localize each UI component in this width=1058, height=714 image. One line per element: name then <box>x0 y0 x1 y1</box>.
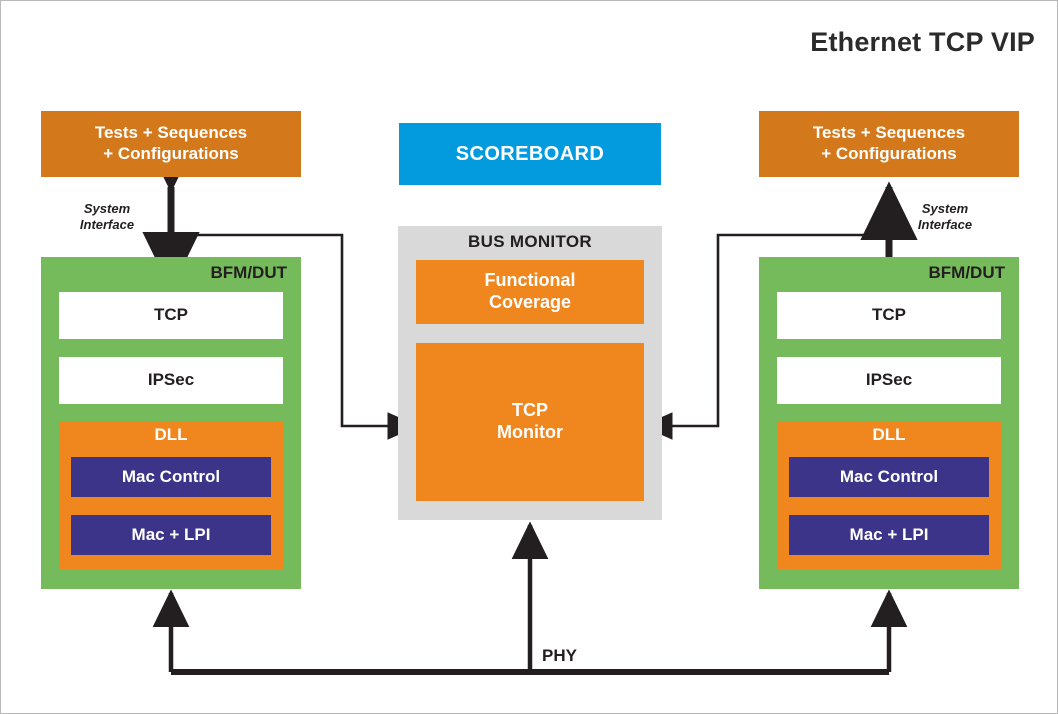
left-mac-lpi-label: Mac + LPI <box>131 524 211 544</box>
tcp-monitor-line-2: Monitor <box>497 422 563 442</box>
left-layer-tcp[interactable]: TCP <box>59 292 283 339</box>
left-dll-label: DLL <box>154 425 188 444</box>
right-layer-ipsec[interactable]: IPSec <box>777 357 1001 404</box>
left-tests-line-1: Tests + Sequences <box>94 123 248 143</box>
scoreboard-label: SCOREBOARD <box>455 142 605 165</box>
right-mac-lpi-block[interactable]: Mac + LPI <box>789 515 989 555</box>
right-dll-label: DLL <box>872 425 906 444</box>
left-layer-ipsec[interactable]: IPSec <box>59 357 283 404</box>
left-system-interface-line-2: Interface <box>79 217 135 233</box>
phy-bus-label: PHY <box>542 646 577 665</box>
bus-monitor-title: BUS MONITOR <box>468 232 592 251</box>
page-title: Ethernet TCP VIP <box>810 27 1035 57</box>
left-mac-control-block[interactable]: Mac Control <box>71 457 271 497</box>
functional-coverage-box[interactable]: Functional Coverage <box>416 260 644 324</box>
tcp-monitor-line-1: TCP <box>511 400 548 421</box>
scoreboard-box[interactable]: SCOREBOARD <box>399 123 661 185</box>
right-layer-tcp-label: TCP <box>872 305 906 325</box>
right-layer-ipsec-label: IPSec <box>865 370 913 390</box>
right-layer-tcp[interactable]: TCP <box>777 292 1001 339</box>
right-tests-line-2: + Configurations <box>821 144 957 163</box>
left-mac-lpi-block[interactable]: Mac + LPI <box>71 515 271 555</box>
left-system-interface-line-1: System <box>83 201 131 216</box>
left-mac-control-label: Mac Control <box>121 466 221 486</box>
right-mac-control-block[interactable]: Mac Control <box>789 457 989 497</box>
right-tests-sequences-configurations-box[interactable]: Tests + Sequences + Configurations <box>759 111 1019 177</box>
right-tests-line-1: Tests + Sequences <box>812 123 966 143</box>
functional-coverage-line-2: Coverage <box>488 292 572 312</box>
tcp-monitor-box[interactable]: TCP Monitor <box>416 343 644 501</box>
right-mac-control-label: Mac Control <box>839 466 939 486</box>
left-tests-line-2: + Configurations <box>103 144 239 163</box>
left-bfm-dut-title: BFM/DUT <box>210 263 287 282</box>
right-mac-lpi-label: Mac + LPI <box>849 524 929 544</box>
right-system-interface-line-1: System <box>921 201 969 216</box>
functional-coverage-line-1: Functional <box>484 270 576 291</box>
right-system-interface-line-2: Interface <box>917 217 973 233</box>
left-system-interface-label: System Interface <box>63 201 151 234</box>
right-bfm-dut-title: BFM/DUT <box>928 263 1005 282</box>
right-system-interface-label: System Interface <box>901 201 989 234</box>
left-layer-ipsec-label: IPSec <box>147 370 195 390</box>
left-layer-tcp-label: TCP <box>154 305 188 325</box>
left-tests-sequences-configurations-box[interactable]: Tests + Sequences + Configurations <box>41 111 301 177</box>
